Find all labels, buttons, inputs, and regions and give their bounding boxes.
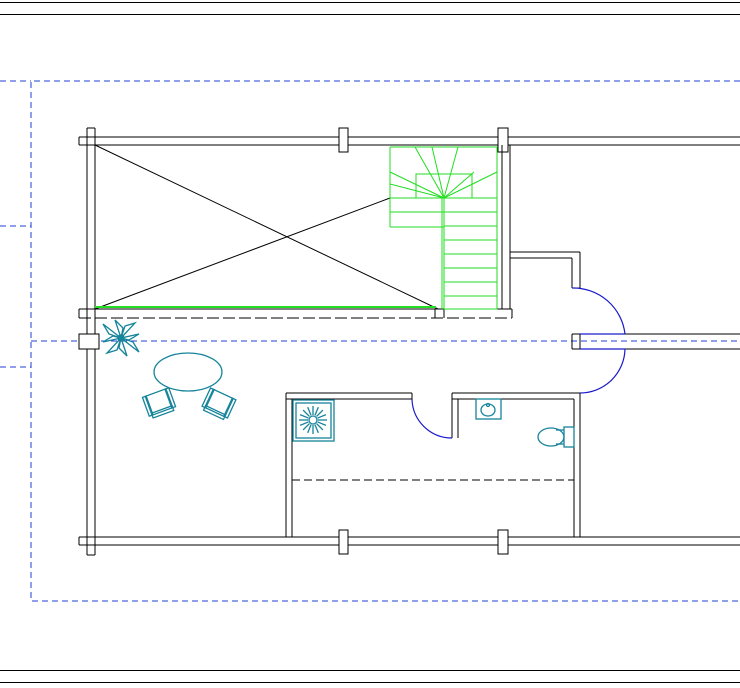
stair-tread <box>389 183 445 199</box>
shower-ray <box>317 421 327 426</box>
door-swing-hall-lower <box>579 348 626 394</box>
shower-ray <box>317 414 327 419</box>
armchair-icon <box>141 386 177 419</box>
roof-outline-dashed <box>0 80 740 602</box>
shower-ray <box>299 414 309 419</box>
wall-posts <box>78 127 509 555</box>
shower-ray <box>299 421 309 426</box>
door-swing-hall-upper <box>571 287 626 335</box>
armchair-icon <box>201 387 237 421</box>
shower-ray <box>314 424 319 434</box>
shower-ray <box>302 423 310 431</box>
stair-tread <box>443 171 475 199</box>
stair-void-opening <box>94 144 439 310</box>
stair-icon <box>95 146 498 310</box>
stair-tread <box>389 171 445 199</box>
door-swings <box>411 287 626 439</box>
shower-ray <box>307 424 312 434</box>
stair-tread <box>443 146 459 199</box>
shower-ray <box>314 406 319 416</box>
shower-ray <box>316 409 324 417</box>
void-railing <box>78 308 513 319</box>
plant-icon <box>102 319 140 357</box>
shower-tray-icon <box>292 399 335 442</box>
toilet-icon <box>537 426 575 448</box>
shower-ray <box>316 423 324 431</box>
round-table-icon <box>153 352 223 392</box>
sink-icon <box>475 398 502 420</box>
stair-tread <box>443 171 498 199</box>
exterior-walls <box>78 127 740 556</box>
shower-ray <box>302 409 310 417</box>
stair-tread <box>431 146 445 199</box>
stair-winder <box>390 146 498 198</box>
interior-walls <box>285 145 740 537</box>
shower-ray <box>307 406 312 416</box>
door-swing-bathroom <box>411 398 453 439</box>
stair-landing <box>415 173 473 199</box>
stair-tread <box>414 146 445 199</box>
